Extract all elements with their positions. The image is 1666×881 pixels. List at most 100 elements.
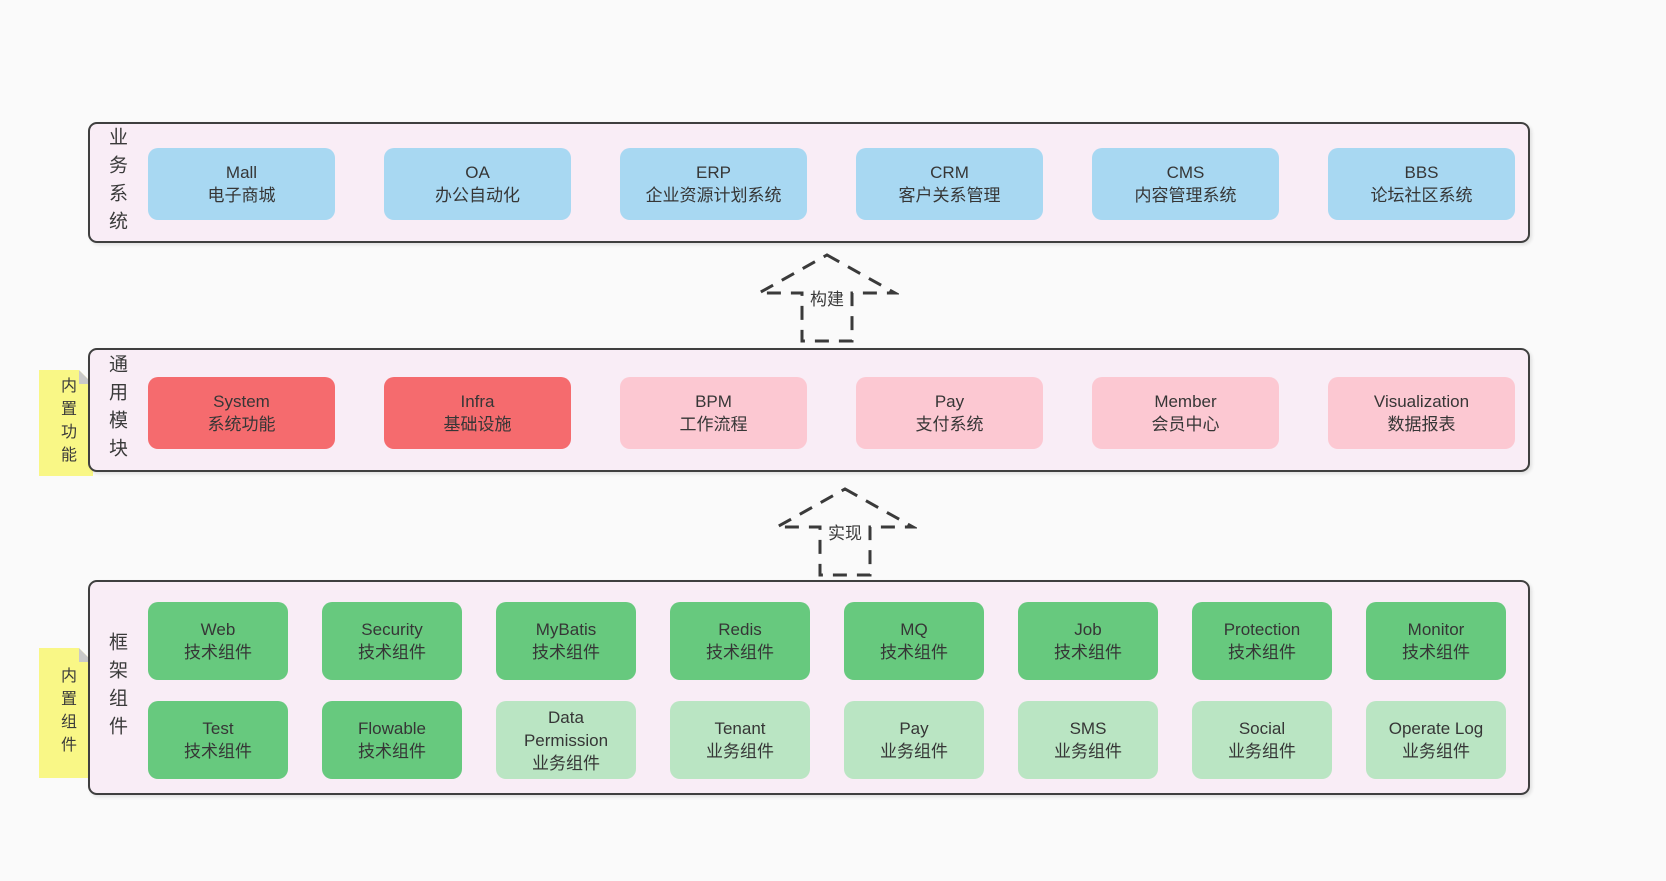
box-flowable: Flowable 技术组件	[322, 701, 462, 779]
implement-arrow-label: 实现	[825, 519, 865, 544]
box-subtitle: 技术组件	[1402, 643, 1470, 662]
box-title: Visualization	[1373, 392, 1470, 411]
box-title: Member	[1154, 392, 1217, 411]
box-oa: OA 办公自动化	[384, 148, 571, 220]
box-subtitle: 业务组件	[706, 742, 774, 761]
box-operate-log: Operate Log 业务组件	[1366, 701, 1506, 779]
box-cms: CMS 内容管理系统	[1092, 148, 1279, 220]
box-redis: Redis 技术组件	[670, 602, 810, 680]
box-subtitle: 技术组件	[880, 643, 948, 662]
business-box-row: Mall 电子商城 OA 办公自动化 ERP 企业资源计划系统 CRM 客户关系…	[148, 148, 1515, 220]
build-arrow-label: 构建	[807, 285, 847, 310]
box-subtitle: 数据报表	[1387, 415, 1456, 434]
box-subtitle: 基础设施	[443, 415, 512, 434]
box-monitor: Monitor 技术组件	[1366, 602, 1506, 680]
box-title: BPM	[695, 392, 732, 411]
box-visualization: Visualization 数据报表	[1328, 377, 1515, 449]
box-social: Social 业务组件	[1192, 701, 1332, 779]
box-title: Monitor	[1407, 620, 1465, 639]
box-security: Security 技术组件	[322, 602, 462, 680]
layer-framework-components: 框架组件 Web 技术组件 Security 技术组件 MyBatis 技术组件…	[88, 580, 1530, 795]
box-title: Data Permission	[523, 707, 609, 750]
box-subtitle: 技术组件	[1228, 643, 1296, 662]
box-subtitle: 企业资源计划系统	[645, 186, 782, 205]
box-title: Redis	[718, 620, 762, 639]
box-bbs: BBS 论坛社区系统	[1328, 148, 1515, 220]
box-title: Web	[200, 620, 236, 639]
box-title: ERP	[696, 163, 731, 182]
sticky-note-builtin-features: 内置功能	[39, 370, 93, 476]
box-title: Flowable	[357, 719, 427, 738]
layer-label-business-systems: 业务系统	[106, 126, 127, 239]
box-title: Security	[361, 620, 423, 639]
box-data-permission: Data Permission 业务组件	[496, 701, 636, 779]
box-bpm: BPM 工作流程	[620, 377, 807, 449]
layer-business-systems: 业务系统 Mall 电子商城 OA 办公自动化 ERP 企业资源计划系统 CRM…	[88, 122, 1530, 243]
box-subtitle: 会员中心	[1151, 415, 1220, 434]
dashed-up-arrow-icon	[755, 253, 899, 343]
box-title: Protection	[1223, 620, 1301, 639]
box-subtitle: 业务组件	[1402, 742, 1470, 761]
box-pay-component: Pay 业务组件	[844, 701, 984, 779]
box-subtitle: 技术组件	[706, 643, 774, 662]
common-box-row: System 系统功能 Infra 基础设施 BPM 工作流程 Pay 支付系统…	[148, 377, 1515, 449]
box-test: Test 技术组件	[148, 701, 288, 779]
layer-label-common-modules: 通用模块	[106, 354, 127, 466]
box-title: SMS	[1069, 719, 1107, 738]
box-subtitle: 技术组件	[1054, 643, 1122, 662]
box-subtitle: 技术组件	[358, 643, 426, 662]
box-subtitle: 业务组件	[532, 753, 600, 773]
dashed-up-arrow-icon	[773, 487, 917, 577]
box-mq: MQ 技术组件	[844, 602, 984, 680]
box-mybatis: MyBatis 技术组件	[496, 602, 636, 680]
box-web: Web 技术组件	[148, 602, 288, 680]
sticky-note-label: 内置组件	[58, 667, 75, 759]
box-mall: Mall 电子商城	[148, 148, 335, 220]
box-subtitle: 内容管理系统	[1134, 186, 1237, 205]
box-sms: SMS 业务组件	[1018, 701, 1158, 779]
box-subtitle: 技术组件	[184, 643, 252, 662]
box-subtitle: 系统功能	[207, 415, 276, 434]
box-title: Tenant	[714, 719, 766, 738]
sticky-note-builtin-components: 内置组件	[39, 648, 93, 778]
build-arrow: 构建	[755, 252, 899, 344]
box-subtitle: 支付系统	[915, 415, 984, 434]
box-title: OA	[465, 163, 490, 182]
implement-arrow: 实现	[773, 486, 917, 578]
box-protection: Protection 技术组件	[1192, 602, 1332, 680]
box-infra: Infra 基础设施	[384, 377, 571, 449]
layer-common-modules: 通用模块 System 系统功能 Infra 基础设施 BPM 工作流程 Pay…	[88, 348, 1530, 472]
sticky-note-label: 内置功能	[58, 377, 75, 469]
box-subtitle: 技术组件	[532, 643, 600, 662]
box-title: CMS	[1166, 163, 1205, 182]
framework-tech-row: Web 技术组件 Security 技术组件 MyBatis 技术组件 Redi…	[148, 602, 1506, 680]
box-title: BBS	[1404, 163, 1439, 182]
box-title: Pay	[934, 392, 965, 411]
box-subtitle: 工作流程	[679, 415, 748, 434]
box-pay-module: Pay 支付系统	[856, 377, 1043, 449]
box-subtitle: 业务组件	[1228, 742, 1296, 761]
box-subtitle: 电子商城	[207, 186, 276, 205]
box-subtitle: 办公自动化	[435, 186, 520, 205]
box-title: MQ	[900, 620, 928, 639]
box-subtitle: 论坛社区系统	[1370, 186, 1473, 205]
box-title: Social	[1238, 719, 1286, 738]
layer-label-framework-components: 框架组件	[106, 631, 127, 744]
box-tenant: Tenant 业务组件	[670, 701, 810, 779]
box-title: Mall	[225, 163, 258, 182]
box-title: Test	[202, 719, 234, 738]
box-subtitle: 业务组件	[880, 742, 948, 761]
box-crm: CRM 客户关系管理	[856, 148, 1043, 220]
box-member: Member 会员中心	[1092, 377, 1279, 449]
box-subtitle: 客户关系管理	[898, 186, 1001, 205]
box-erp: ERP 企业资源计划系统	[620, 148, 807, 220]
box-subtitle: 业务组件	[1054, 742, 1122, 761]
box-title: CRM	[930, 163, 969, 182]
box-title: Operate Log	[1388, 719, 1484, 738]
box-title: Pay	[899, 719, 929, 738]
box-job: Job 技术组件	[1018, 602, 1158, 680]
box-title: MyBatis	[535, 620, 597, 639]
box-title: Job	[1074, 620, 1102, 639]
box-title: System	[213, 392, 270, 411]
box-subtitle: 技术组件	[358, 742, 426, 761]
